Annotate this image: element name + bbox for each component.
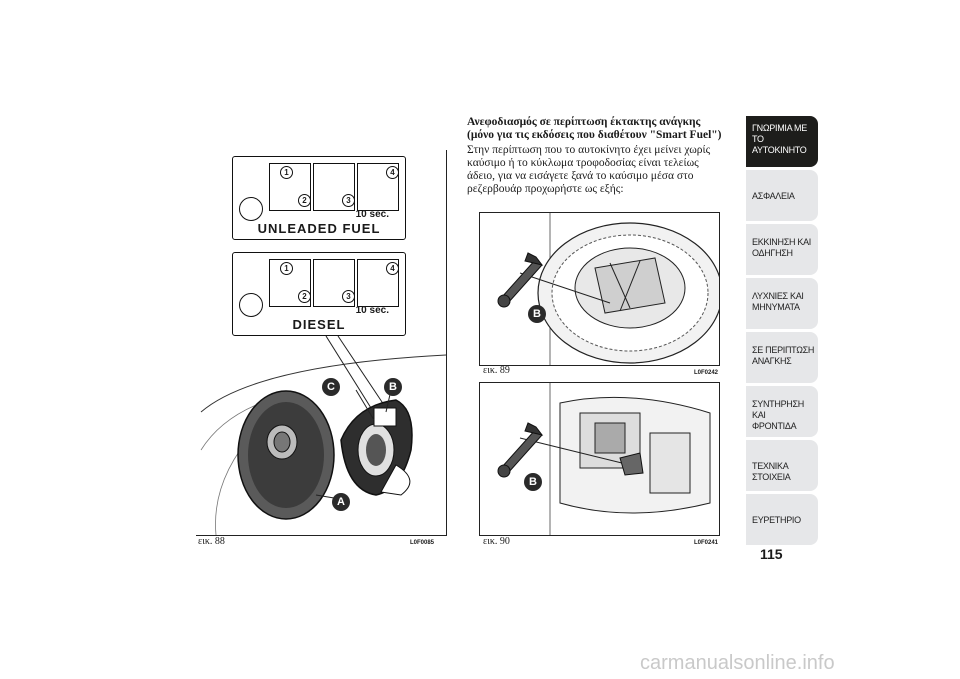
section-body: Στην περίπτωση που το αυτοκίνητο έχει με… [467,144,711,195]
callout-b: B [528,305,546,323]
step-panel: 3 [313,163,355,211]
tab-safety[interactable]: ΑΣΦΑΛΕΙΑ [746,170,818,221]
figure-90-caption: εικ. 90 [483,536,510,547]
callout-a: A [332,493,350,511]
manual-book-icon [239,197,263,221]
figure-90: B [479,382,720,536]
tab-index[interactable]: ΕΥΡΕΤΗΡΙΟ [746,494,818,545]
fuel-door-illustration [200,335,446,535]
step-panel: 4 [357,163,399,211]
tab-technical-data[interactable]: ΤΕΧΝΙΚΑ ΣΤΟΙΧΕΙΑ [746,440,818,491]
step-panel: 3 [313,259,355,307]
tool-kit-illustration [497,383,711,535]
manual-book-icon [239,293,263,317]
fuel-type-unleaded: UNLEADED FUEL [257,221,381,236]
timer-text: 10 sec. [355,209,389,220]
timer-text: 10 sec. [355,305,389,316]
figure-90-code: L0F0241 [694,540,719,546]
fuel-type-diesel: DIESEL [292,317,346,332]
section-title: Ανεφοδιασμός σε περίπτωση έκτακτης ανάγκ… [467,116,722,141]
step-panel: 4 [357,259,399,307]
callout-b: B [524,473,542,491]
spare-wheel-illustration [497,213,719,365]
figure-89-code: L0F0242 [694,370,719,376]
figure-89: B [479,212,720,366]
page-number: 115 [760,546,783,562]
figure-88-code: L0F0085 [410,540,435,546]
watermark: carmanualsonline.info [640,652,835,674]
callout-b: B [384,378,402,396]
callout-c: C [322,378,340,396]
figure-89-caption: εικ. 89 [483,365,510,376]
figure-88-caption: εικ. 88 [198,536,225,547]
